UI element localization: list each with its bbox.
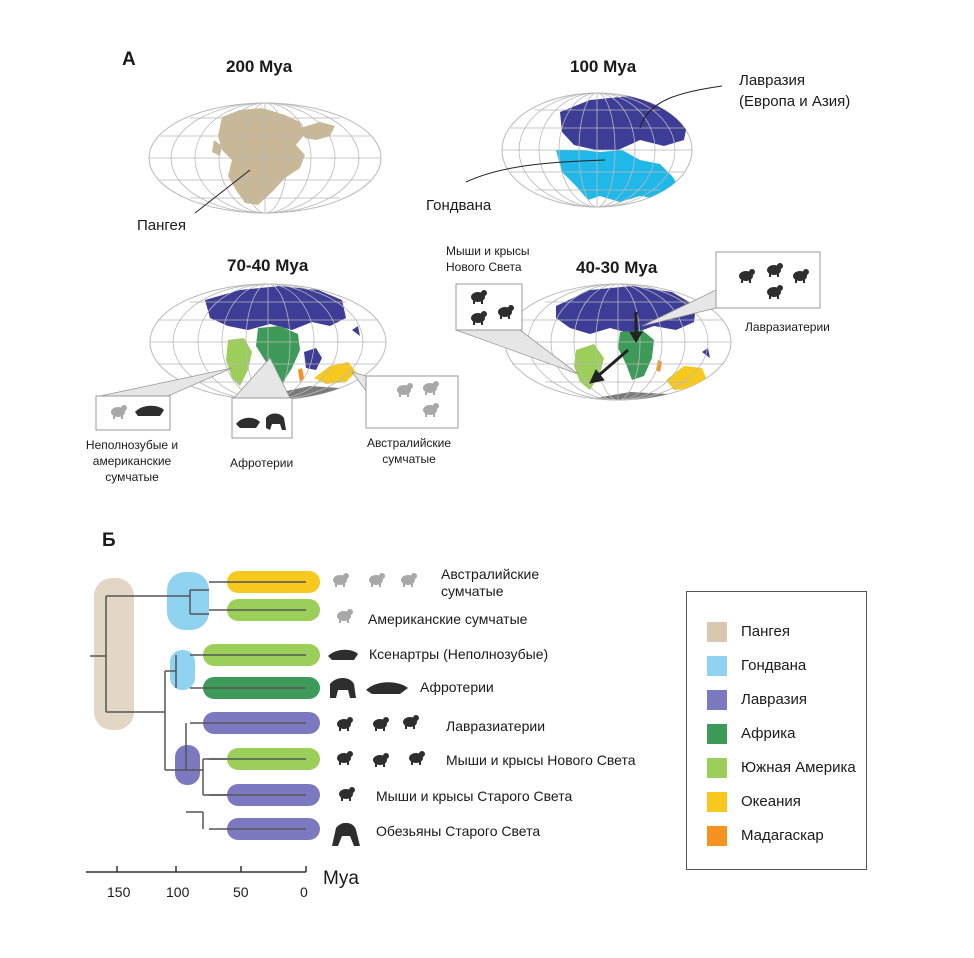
species-silhouettes [328,573,425,846]
dispersal-arrows [589,312,643,384]
madagascar-landmass [298,368,304,382]
legend-swatch [707,792,727,812]
legend-swatch [707,826,727,846]
globe-40-30mya [455,251,821,401]
globe-200mya [148,102,382,214]
laurasia-highlight [175,745,200,785]
species-label-laurasiatheria: Лавразиатерии [446,718,546,734]
pangea-landmass [212,108,335,205]
era-label-40-30mya: 40-30 Mya [576,258,658,277]
label-newworld-line1: Мыши и крысы [446,244,530,258]
era-label-100mya: 100 Mya [570,57,637,76]
label-pangea: Пангея [137,217,187,234]
label-xenarthra-callout: Неполнозубые и американские сумчатые [64,437,200,485]
phylogeny-tree [90,571,320,840]
south-america-landmass [226,338,252,386]
globe-70-40mya [95,283,459,439]
panel-a-label: А [122,49,136,70]
label-newworld-line2: Нового Света [446,260,522,274]
species-label-american-marsupials: Американские сумчатые [368,611,528,627]
legend-label: Африка [741,725,796,742]
legend-label: Южная Америка [741,759,856,776]
legend-swatch [707,758,727,778]
label-australian-callout: Австралийские сумчатые [364,435,454,467]
legend: Пангея Гондвана Лавразия Африка Южная Ам… [686,591,867,870]
legend-swatch [707,622,727,642]
label-gondwana: Гондвана [426,197,492,214]
axis-tick-0: 0 [300,884,308,900]
legend-swatch [707,690,727,710]
callout-australian-box [350,371,459,429]
label-laurasiatheria-callout: Лавразиатерии [745,320,830,334]
legend-swatch [707,656,727,676]
species-label-australian-marsupials: Австралийские сумчатые [441,566,539,600]
species-label-australian-line2: сумчатые [441,583,504,599]
era-label-200mya: 200 Mya [226,57,293,76]
axis-unit: Mya [323,868,359,889]
label-laurasia: Лавразия [739,72,806,89]
species-label-xenarthra: Ксенартры (Неполнозубые) [369,646,549,662]
callout-xenarthra-box [95,367,233,431]
legend-label: Пангея [741,623,791,640]
callout-afrotheria-box [231,357,293,439]
label-afrotheria-callout: Афротерии [230,456,294,470]
africa-landmass [256,326,300,384]
species-label-oldworld-monkeys: Обезьяны Старого Света [376,823,541,839]
legend-label: Океания [741,793,801,810]
label-xenarthra-line1: Неполнозубые и [85,438,179,452]
lineage-bars [203,571,320,840]
gondwana-highlight-2 [170,650,195,690]
legend-swatch [707,724,727,744]
label-xenarthra-line2: американские [92,454,172,468]
gondwana-highlight [167,572,209,630]
oceania-landmass [314,362,356,384]
time-axis [86,866,307,873]
callout-newworld-rodents-box [455,283,579,375]
era-label-70-40mya: 70-40 Mya [227,256,309,275]
species-label-oldworld-rodents: Мыши и крысы Старого Света [376,788,573,804]
pangea-highlight [94,578,134,730]
label-laurasia-sub: (Европа и Азия) [739,93,851,110]
globe-100mya [465,85,723,208]
label-australian-line2: сумчатые [382,452,436,466]
gondwana-landmass [556,150,680,202]
label-australian-line1: Австралийские [366,436,452,450]
label-newworld-rodents-callout: Мыши и крысы Нового Света [446,243,530,275]
callout-laurasiatheria-box [641,251,821,327]
legend-label: Гондвана [741,657,807,674]
species-label-australian-line1: Австралийские [441,566,540,582]
legend-label: Лавразия [741,691,808,708]
axis-tick-100: 100 [166,884,190,900]
panel-b-label: Б [102,530,116,551]
legend-label: Мадагаскар [741,827,824,844]
label-xenarthra-line3: сумчатые [105,470,159,484]
axis-tick-150: 150 [107,884,131,900]
laurasia-landmass [560,96,688,150]
species-label-newworld-rodents: Мыши и крысы Нового Света [446,752,636,768]
axis-tick-50: 50 [233,884,249,900]
species-label-afrotheria: Афротерии [420,679,494,695]
